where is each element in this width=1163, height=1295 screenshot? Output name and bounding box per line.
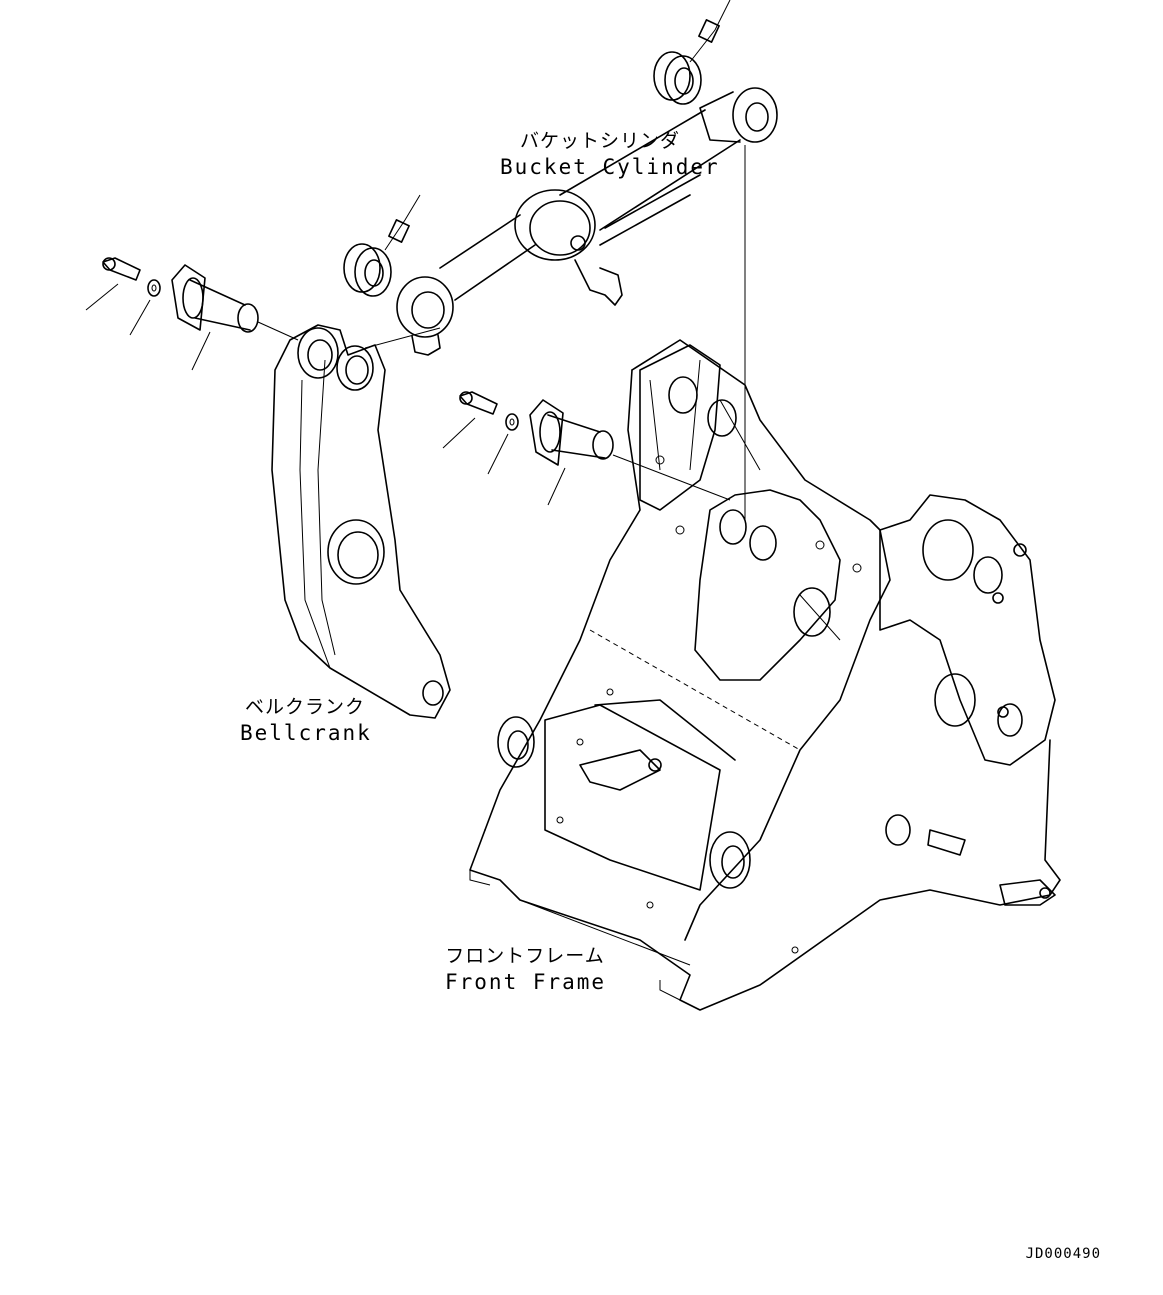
bucket-cylinder-label-jp: バケットシリンダ [519,130,680,152]
pin-set-bellcrank [85,257,299,371]
front-frame [469,339,1061,1011]
drawing-code: JD000490 [1025,1246,1101,1262]
bucket-cylinder-label-en: Bucket Cylinder [500,155,720,179]
pin-set-frame [442,391,731,506]
bellcrank-label: ベルクランク Bellcrank [240,694,370,746]
bellcrank-label-en: Bellcrank [240,721,372,745]
front-frame-label: フロントフレーム Front Frame [445,943,605,995]
bucket-cylinder [396,87,778,356]
bellcrank [271,324,451,719]
front-frame-label-en: Front Frame [445,970,607,994]
thrust-washers-middle [343,194,421,297]
thrust-washers-top [653,0,731,105]
bucket-cylinder-label: バケットシリンダ Bucket Cylinder [500,128,720,180]
bellcrank-label-jp: ベルクランク [244,696,365,718]
front-frame-label-jp: フロントフレーム [445,945,605,967]
